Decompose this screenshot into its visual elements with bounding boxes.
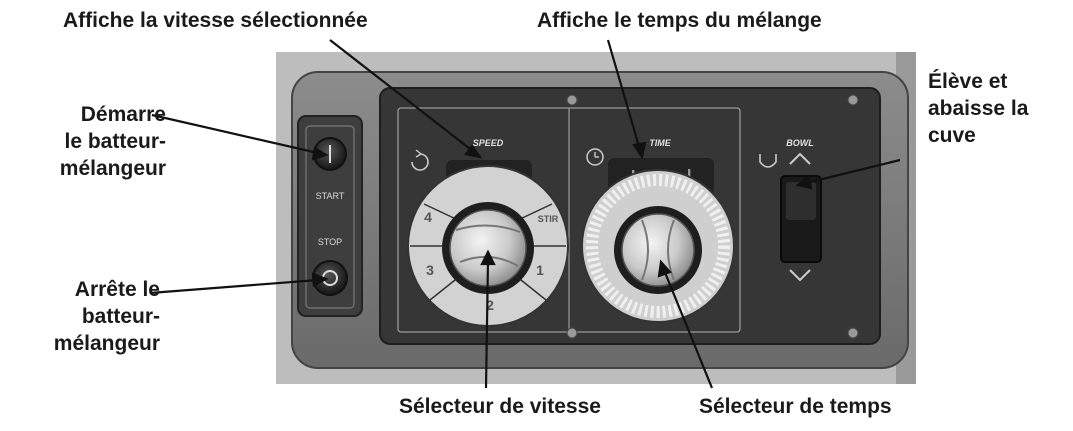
screw [847,327,859,339]
screw [566,327,578,339]
speed-position-label: 1 [536,262,544,278]
time-label: TIME [649,138,671,148]
speed-segment-divider [423,203,459,221]
callout-stop: Arrête le batteur- mélangeur [53,278,160,355]
time-dial-scale [586,174,730,318]
screw [566,94,578,106]
start-stop-bezel [305,125,355,309]
time-selector-knob[interactable] [621,213,695,287]
speed-segment-divider [517,203,553,221]
bowl-lift-rocker [786,182,816,220]
speed-position-label: STIR [538,214,559,224]
clock-icon [586,148,604,166]
callout-time-display: Affiche le temps du mélange [537,9,822,32]
start-stop-panel [297,115,363,317]
speed-position-label: 4 [424,209,432,225]
screw [847,94,859,106]
callout-time-selector: Sélecteur de temps [699,395,892,418]
speed-position-label: 2 [486,297,494,313]
speed-label: SPEED [473,138,504,148]
bowl-icon [759,154,777,168]
callout-speed-display: Affiche la vitesse sélectionnée [63,9,368,32]
bowl-up-chevron-icon [789,152,811,165]
callout-bowl: Élève et abaisse la cuve [928,70,1029,147]
bowl-down-chevron-icon [789,269,811,282]
time-knob-grip [641,219,675,281]
speed-position-label: 3 [426,262,434,278]
callout-arrows [149,39,901,389]
bowl-label: BOWL [786,138,814,148]
start-label: START [316,191,345,201]
callout-start: Démarre le batteur- mélangeur [59,103,166,180]
stop-label: STOP [318,237,342,247]
speed-icon [411,149,429,171]
callout-speed-selector: Sélecteur de vitesse [399,395,601,418]
